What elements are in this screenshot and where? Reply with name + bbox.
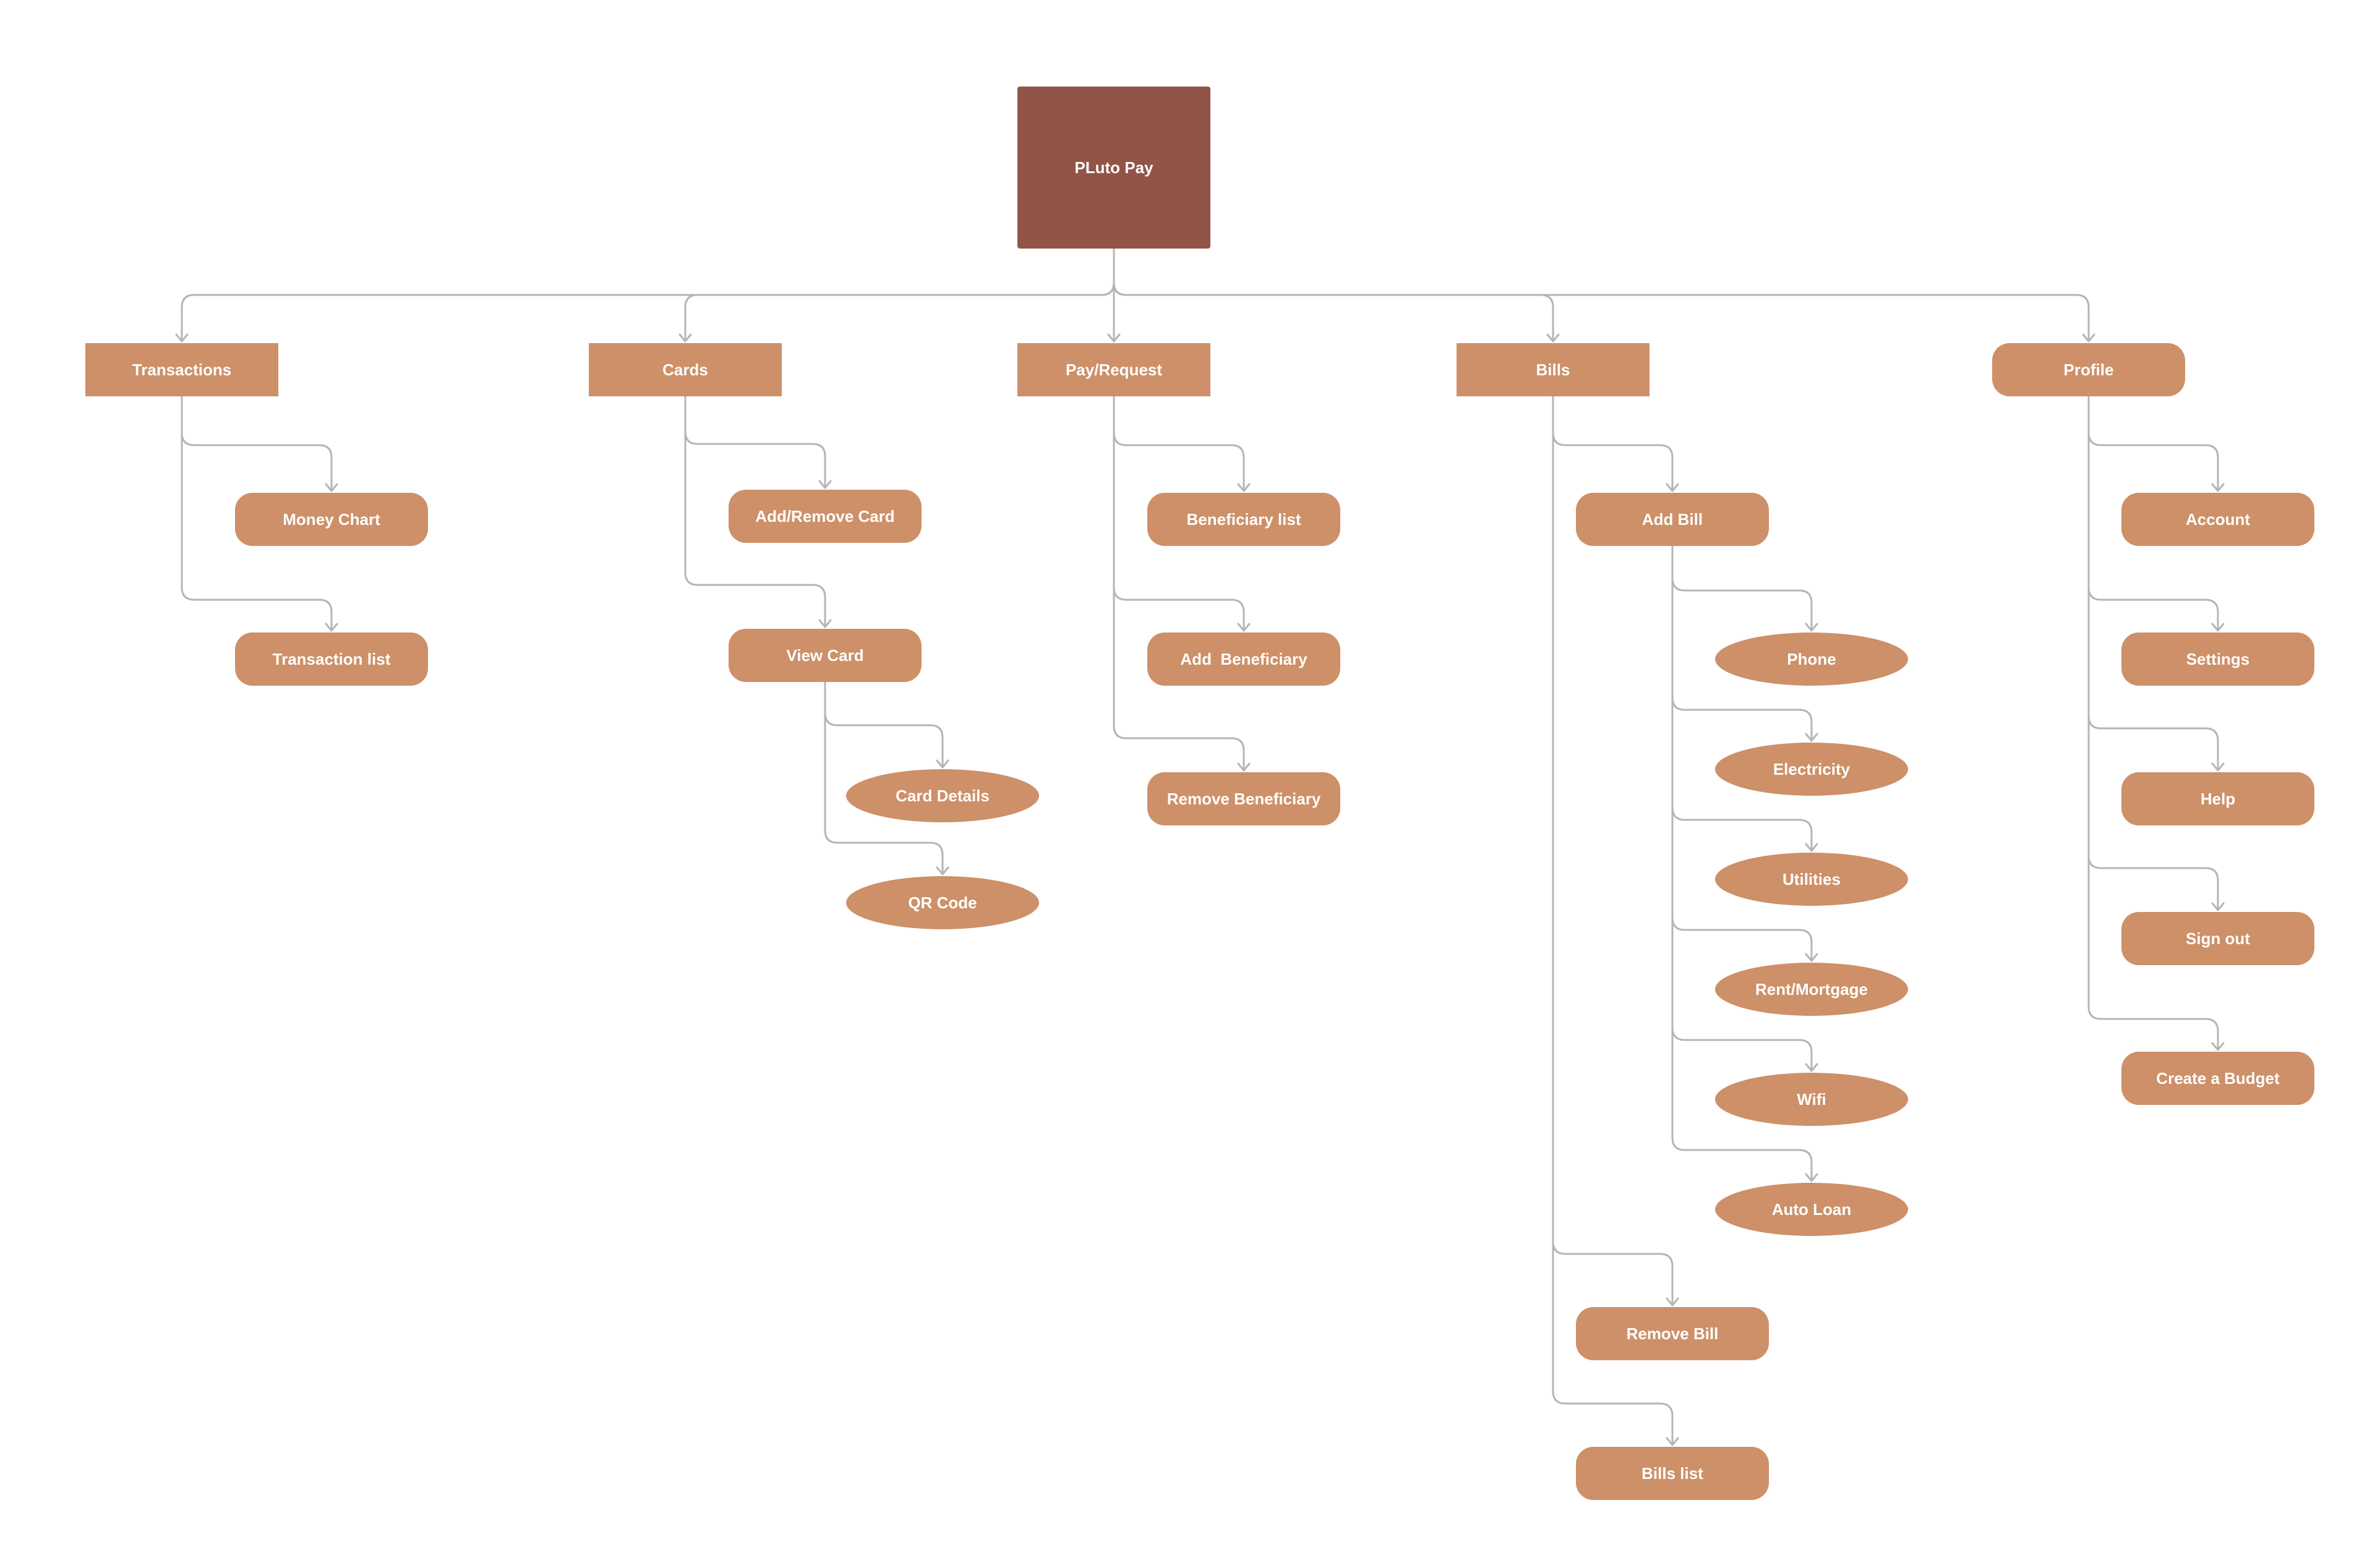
connector-add-bill-to-auto-loan [1671, 546, 1813, 1181]
node-remove-bill[interactable]: Remove Bill [1576, 1307, 1769, 1360]
node-remove-beneficiary[interactable]: Remove Beneficiary [1147, 772, 1340, 825]
connector-view-card-to-card-details [824, 682, 944, 767]
connector-add-bill-to-auto-loan-arrowhead [1805, 1173, 1818, 1182]
connector-profile-to-settings-arrowhead [2211, 623, 2225, 632]
section-pay-request[interactable]: Pay/Request [1017, 343, 1210, 396]
connector-root-to-bills [1113, 282, 1554, 341]
connector-transactions-to-transaction-list [181, 396, 333, 631]
connector-view-card-to-qr-code [824, 682, 944, 874]
connector-pay-request-to-beneficiary-list [1113, 396, 1245, 491]
node-add-beneficiary[interactable]: Add Beneficiary [1147, 633, 1340, 686]
connector-profile-to-account-arrowhead [2211, 483, 2225, 492]
connector-root-to-profile-arrowhead [2082, 333, 2095, 343]
node-transaction-list[interactable]: Transaction list [235, 633, 428, 686]
connector-profile-to-help [2087, 396, 2219, 770]
root-node-pluto-pay[interactable]: PLuto Pay [1017, 87, 1210, 249]
connector-cards-to-view-card [684, 396, 826, 627]
node-add-bill[interactable]: Add Bill [1576, 493, 1769, 546]
connector-root-to-cards [684, 282, 1115, 341]
connector-root-to-profile [1113, 282, 2090, 341]
node-phone[interactable]: Phone [1715, 633, 1908, 686]
node-money-chart[interactable]: Money Chart [235, 493, 428, 546]
connector-transactions-to-money-chart-arrowhead [325, 483, 338, 492]
connector-profile-to-help-arrowhead [2211, 762, 2225, 772]
node-rent-mortgage[interactable]: Rent/Mortgage [1715, 963, 1908, 1016]
connector-add-bill-to-utilities-arrowhead [1805, 843, 1818, 852]
node-beneficiary-list[interactable]: Beneficiary list [1147, 493, 1340, 546]
node-add-remove-card[interactable]: Add/Remove Card [729, 490, 922, 543]
connector-pay-request-to-beneficiary-list-arrowhead [1237, 483, 1251, 492]
node-bills-list[interactable]: Bills list [1576, 1447, 1769, 1500]
node-account[interactable]: Account [2121, 493, 2314, 546]
node-utilities[interactable]: Utilities [1715, 853, 1908, 906]
connector-root-to-pay-request-arrowhead [1107, 333, 1121, 343]
node-settings[interactable]: Settings [2121, 633, 2314, 686]
connector-profile-to-sign-out-arrowhead [2211, 902, 2225, 911]
connector-root-to-bills-arrowhead [1546, 333, 1560, 343]
node-card-details[interactable]: Card Details [846, 769, 1039, 822]
connector-profile-to-create-a-budget [2087, 396, 2219, 1050]
connector-cards-to-add-remove-card [684, 396, 826, 488]
connector-root-to-transactions-arrowhead [175, 333, 189, 343]
node-help[interactable]: Help [2121, 772, 2314, 825]
connector-pay-request-to-add-beneficiary-arrowhead [1237, 623, 1251, 632]
connector-bills-to-bills-list-arrowhead [1666, 1437, 1679, 1446]
connector-add-bill-to-phone [1671, 546, 1813, 631]
connector-add-bill-to-electricity-arrowhead [1805, 733, 1818, 742]
connector-transactions-to-money-chart [181, 396, 333, 491]
connector-profile-to-account [2087, 396, 2219, 491]
connector-add-bill-to-phone-arrowhead [1805, 623, 1818, 632]
connector-add-bill-to-utilities [1671, 546, 1813, 851]
connector-pay-request-to-remove-beneficiary [1113, 396, 1245, 770]
connector-view-card-to-qr-code-arrowhead [936, 866, 949, 876]
connector-profile-to-create-a-budget-arrowhead [2211, 1042, 2225, 1051]
section-bills[interactable]: Bills [1457, 343, 1650, 396]
connector-cards-to-add-remove-card-arrowhead [818, 480, 832, 489]
section-profile[interactable]: Profile [1992, 343, 2185, 396]
connector-cards-to-view-card-arrowhead [818, 619, 832, 628]
node-auto-loan[interactable]: Auto Loan [1715, 1183, 1908, 1236]
connector-root-to-cards-arrowhead [678, 333, 692, 343]
node-electricity[interactable]: Electricity [1715, 743, 1908, 796]
connector-bills-to-add-bill-arrowhead [1666, 483, 1679, 492]
section-cards[interactable]: Cards [589, 343, 782, 396]
node-wifi[interactable]: Wifi [1715, 1073, 1908, 1126]
node-create-a-budget[interactable]: Create a Budget [2121, 1052, 2314, 1105]
connector-bills-to-add-bill [1552, 396, 1674, 491]
node-sign-out[interactable]: Sign out [2121, 912, 2314, 965]
connector-transactions-to-transaction-list-arrowhead [325, 623, 338, 632]
connector-bills-to-bills-list [1552, 396, 1674, 1445]
connector-root-to-transactions [181, 282, 1115, 341]
connector-pay-request-to-remove-beneficiary-arrowhead [1237, 762, 1251, 772]
connector-bills-to-remove-bill-arrowhead [1666, 1297, 1679, 1306]
connector-add-bill-to-rent-mortgage-arrowhead [1805, 953, 1818, 962]
section-transactions[interactable]: Transactions [85, 343, 278, 396]
connector-add-bill-to-wifi-arrowhead [1805, 1063, 1818, 1072]
connector-view-card-to-card-details-arrowhead [936, 759, 949, 769]
node-view-card[interactable]: View Card [729, 629, 922, 682]
node-qr-code[interactable]: QR Code [846, 876, 1039, 929]
